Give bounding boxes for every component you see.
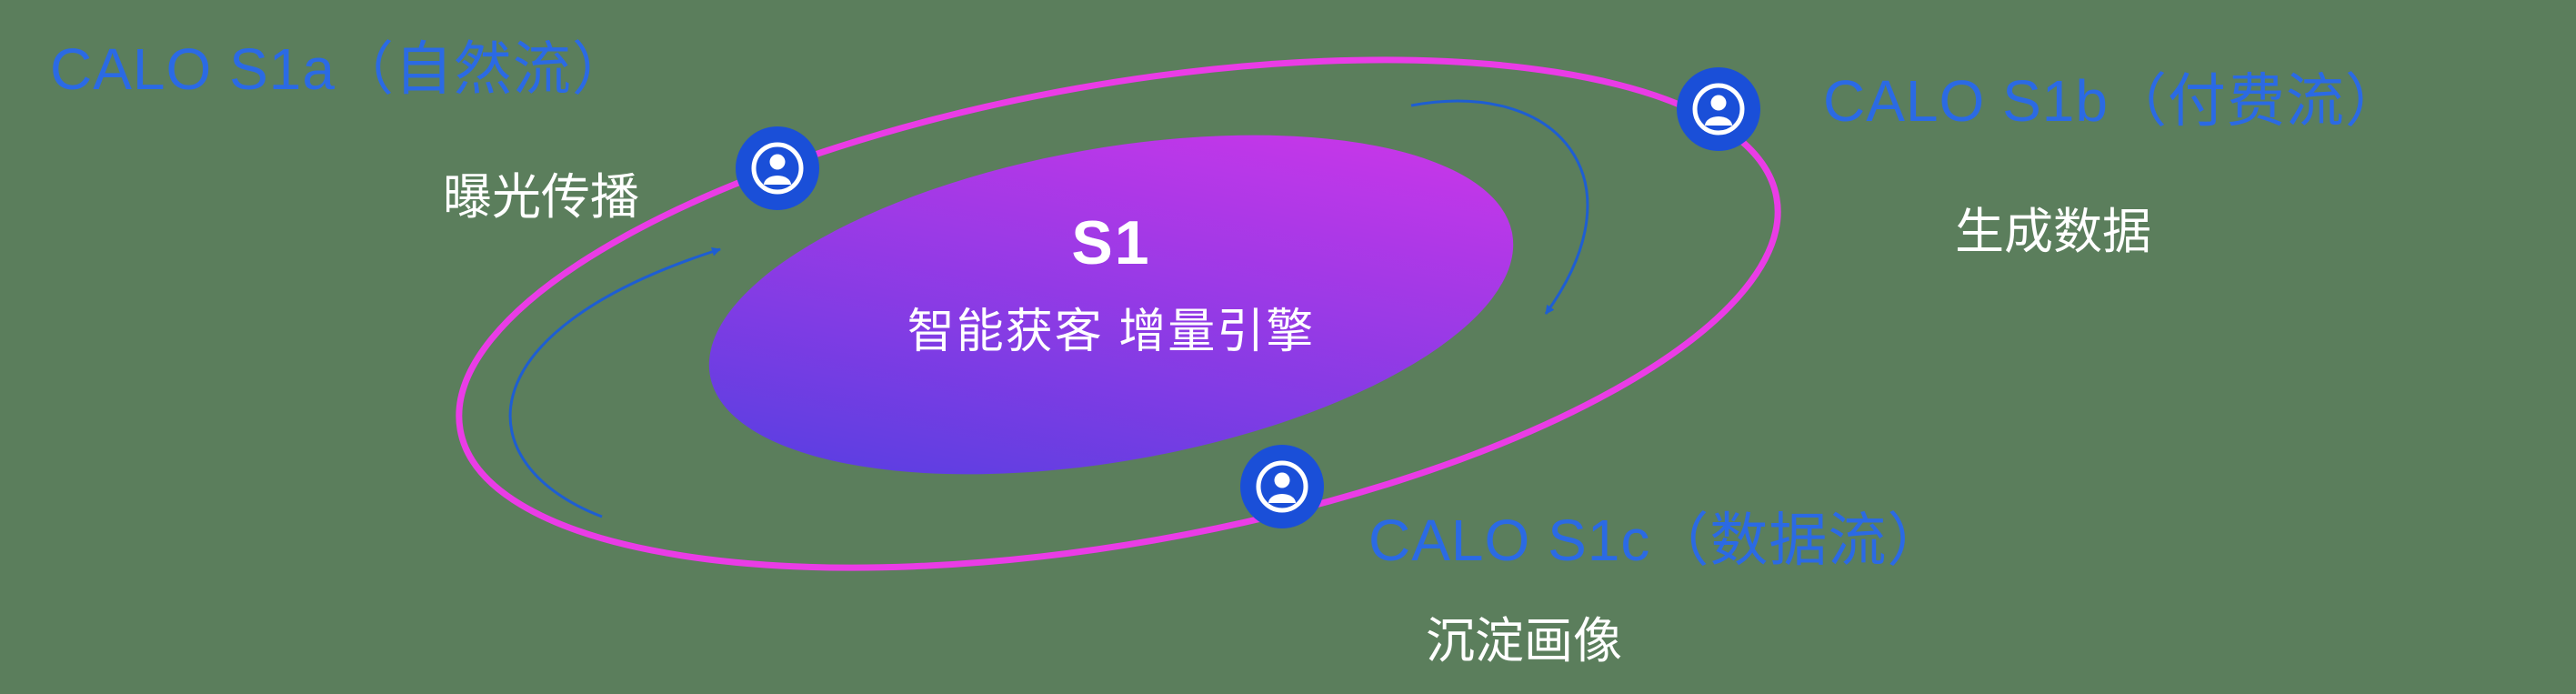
core-ellipse: [708, 135, 1514, 475]
node-s1b-title: CALO S1b（付费流）: [1823, 68, 2404, 134]
orbit-ellipse: [456, 56, 1781, 571]
node-s1c-subtitle: 沉淀画像: [1426, 614, 1622, 669]
flow-arrow-right: [1410, 99, 1589, 315]
node-s1b-subtitle: 生成数据: [1955, 205, 2151, 259]
core-title: S1: [1071, 208, 1151, 277]
flow-arrow-left: [508, 246, 721, 518]
user-icon: [1675, 65, 1762, 153]
user-icon: [1238, 443, 1326, 530]
node-s1a-title: CALO S1a（自然流）: [50, 36, 631, 102]
user-icon: [734, 125, 821, 212]
node-s1a-subtitle: 曝光传播: [443, 170, 639, 225]
node-s1c-title: CALO S1c（数据流）: [1368, 508, 1947, 573]
core-subtitle: 智能获客 增量引擎: [907, 306, 1316, 358]
